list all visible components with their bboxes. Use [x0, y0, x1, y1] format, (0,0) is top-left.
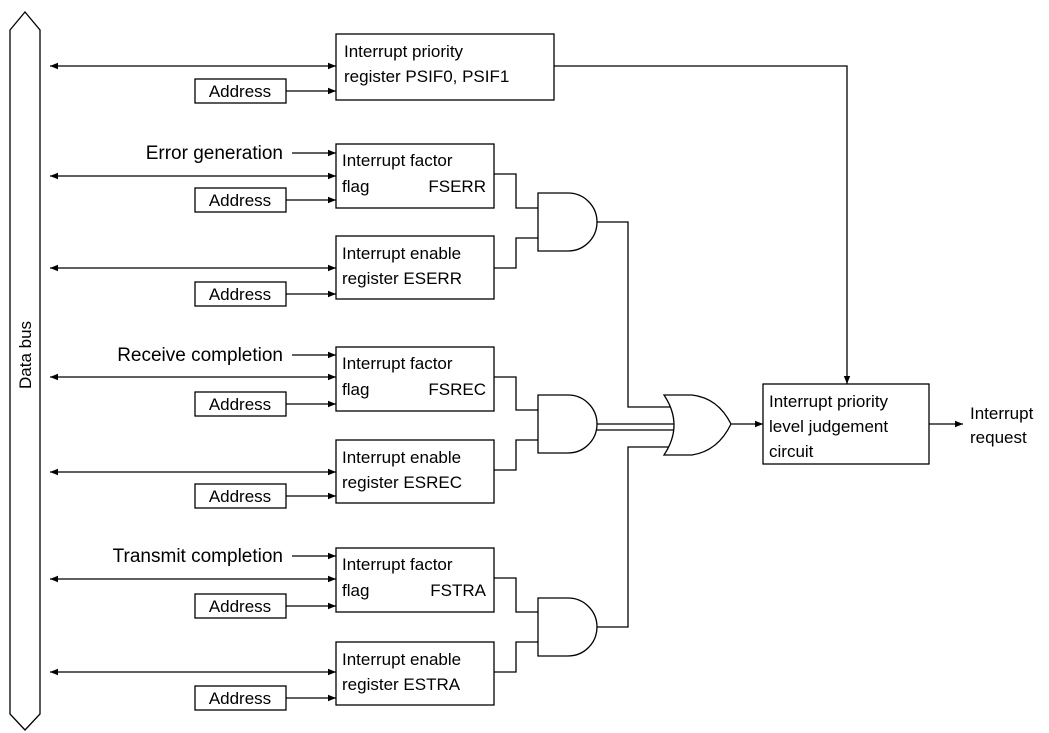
channel-source-label: Transmit completion: [113, 546, 283, 567]
channel-source-label: Error generation: [146, 143, 283, 164]
priority-register: Address Interrupt priority register PSIF…: [50, 33, 851, 384]
enable-register-line2: register ESREC: [342, 473, 462, 492]
enable-register-line1: Interrupt enable: [342, 650, 461, 669]
and-gate: [537, 597, 598, 657]
factor-flag-line2-left: flag: [342, 581, 369, 600]
priority-register-line1: Interrupt priority: [344, 42, 464, 61]
factor-flag-line2-left: flag: [342, 380, 369, 399]
factor-flag-line1: Interrupt factor: [342, 354, 453, 373]
and-gate: [537, 192, 598, 252]
factor-flag-line2-left: flag: [342, 177, 369, 196]
address-label: Address: [209, 689, 271, 708]
interrupt-request-line1: Interrupt: [970, 404, 1034, 423]
address-label: Address: [209, 487, 271, 506]
factor-flag-line2-right: FSERR: [428, 177, 486, 196]
judgement-circuit-line2: level judgement: [769, 417, 888, 436]
factor-flag-line1: Interrupt factor: [342, 151, 453, 170]
enable-register-line1: Interrupt enable: [342, 244, 461, 263]
data-bus-label: Data bus: [16, 321, 35, 389]
judgement-circuit-line1: Interrupt priority: [769, 392, 889, 411]
channel-error: Error generation Address Interrupt facto…: [50, 143, 673, 408]
enable-register-line1: Interrupt enable: [342, 448, 461, 467]
or-gate: [662, 394, 732, 456]
channel-transmit: Transmit completion Address Interrupt fa…: [50, 446, 673, 711]
enable-register-line2: register ESERR: [342, 269, 462, 288]
factor-flag-line1: Interrupt factor: [342, 555, 453, 574]
judgement-circuit-line3: circuit: [769, 442, 814, 461]
address-label: Address: [209, 82, 271, 101]
address-label: Address: [209, 285, 271, 304]
priority-register-line2: register PSIF0, PSIF1: [344, 67, 509, 86]
and-gate: [537, 394, 598, 454]
interrupt-request-line2: request: [970, 428, 1027, 447]
channel-receive: Receive completion Address Interrupt fac…: [50, 345, 681, 509]
address-label: Address: [209, 395, 271, 414]
enable-register-line2: register ESTRA: [342, 675, 461, 694]
factor-flag-line2-right: FSTRA: [430, 581, 486, 600]
factor-flag-line2-right: FSREC: [428, 380, 486, 399]
channel-source-label: Receive completion: [117, 345, 283, 366]
data-bus: Data bus: [9, 10, 41, 731]
judgement-circuit: Interrupt priority level judgement circu…: [762, 383, 930, 465]
address-label: Address: [209, 597, 271, 616]
address-label: Address: [209, 191, 271, 210]
